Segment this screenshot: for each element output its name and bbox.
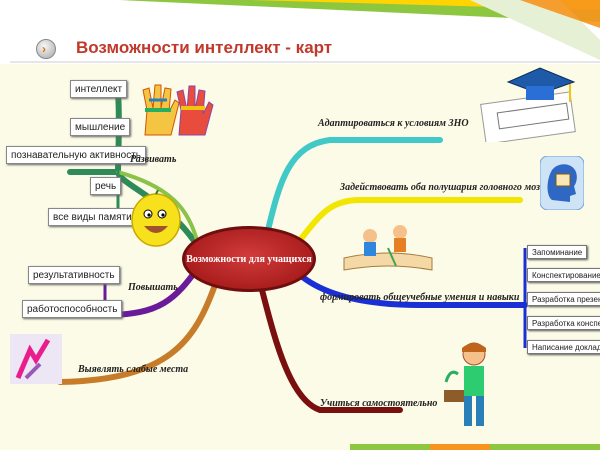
branch-label-increase: Повышать [128, 282, 178, 293]
page-title: Возможности интеллект - карт [76, 38, 333, 57]
skills-item: Разработка конспектов [527, 316, 600, 330]
skills-item: Написание докладов [527, 340, 600, 354]
smiling-lemon-icon [131, 190, 181, 247]
branch-adapt [265, 137, 443, 233]
branch-label-develop: Развивать [130, 154, 177, 165]
branch-label-skills: формировать общеучебные умения и навыки [320, 292, 520, 303]
branch-label-reveal: Выявлять слабые места [78, 364, 189, 375]
branch-label-adapt: Адаптироваться к условиям ЗНО [318, 118, 469, 129]
develop-item: познавательную активность [6, 146, 147, 164]
branch-hemispheres [297, 197, 523, 243]
graduation-cap-diploma-icon [480, 67, 576, 142]
branch-skills [297, 272, 528, 308]
title-bullet-icon: › [36, 39, 56, 59]
develop-item: интеллект [70, 80, 128, 98]
footer-stripe [350, 444, 600, 450]
increase-item: работоспособность [22, 300, 123, 318]
develop-item: все виды памяти [48, 208, 137, 226]
develop-item: мышление [70, 118, 131, 136]
branch-label-self-study: Учиться самостоятельно [320, 398, 438, 409]
skills-item: Разработка презентаций [527, 292, 600, 306]
kids-on-book-icon [343, 225, 433, 271]
center-label: Возможности для учащихся [186, 253, 312, 265]
boy-watering-plant-icon [444, 342, 486, 426]
branch-reveal [57, 282, 218, 385]
increase-item: результативность [28, 266, 120, 284]
arrows-graphic-icon [10, 334, 62, 384]
header-stripes [10, 0, 600, 63]
develop-item: речь [90, 177, 122, 195]
head-book-icon [540, 156, 584, 210]
branch-label-hemispheres: Задействовать оба полушария головного мо… [340, 182, 549, 193]
branch-self-study [259, 287, 403, 413]
skills-item: Конспектирование [527, 268, 600, 282]
skills-item: Запоминание [527, 245, 588, 259]
painted-hands-icon [142, 84, 214, 136]
center-node: Возможности для учащихся [182, 226, 316, 292]
